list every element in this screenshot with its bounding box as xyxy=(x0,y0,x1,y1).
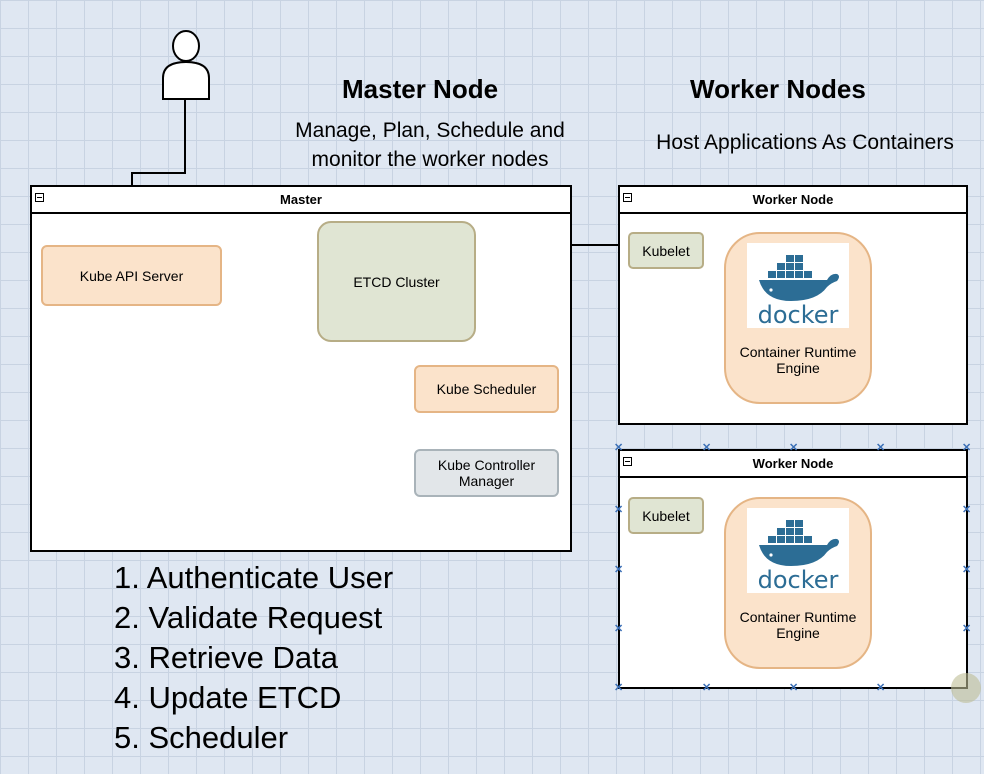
step-item: 5. Scheduler xyxy=(114,720,289,755)
container-runtime-label: Container Runtime Engine xyxy=(739,344,857,376)
resize-handle[interactable]: ✕ xyxy=(789,682,799,694)
step-item: 2. Validate Request xyxy=(114,600,383,635)
user-icon xyxy=(162,30,210,100)
resize-handle[interactable]: ✕ xyxy=(702,682,712,694)
container-runtime-label: Container Runtime Engine xyxy=(739,609,857,641)
resize-handle[interactable]: ✕ xyxy=(614,564,624,576)
resize-corner-handle[interactable] xyxy=(951,673,981,703)
resize-handle[interactable]: ✕ xyxy=(614,623,624,635)
docker-logo: docker xyxy=(747,508,849,594)
kubelet-label: Kubelet xyxy=(642,507,690,524)
kubelet-label: Kubelet xyxy=(642,242,690,259)
container-runtime-engine[interactable]: docker Container Runtime Engine xyxy=(724,497,872,669)
container-runtime-engine[interactable]: docker Container Runtime Engine xyxy=(724,232,872,404)
docker-wordmark: docker xyxy=(758,301,839,328)
resize-handle[interactable]: ✕ xyxy=(789,442,799,454)
docker-whale-icon: docker xyxy=(758,520,839,594)
docker-wordmark: docker xyxy=(758,566,839,593)
kube-api-server-label: Kube API Server xyxy=(79,267,184,284)
resize-handle[interactable]: ✕ xyxy=(962,504,972,516)
resize-handle[interactable]: ✕ xyxy=(702,442,712,454)
worker-nodes-subtitle: Host Applications As Containers xyxy=(656,131,954,154)
etcd-cluster-label: ETCD Cluster xyxy=(353,273,440,290)
kube-controller-label-line1: Kube Controller xyxy=(437,457,536,473)
master-node-heading: Master Node xyxy=(342,74,499,104)
worker-node-title: Worker Node xyxy=(620,187,966,214)
kube-controller-manager-box[interactable]: Kube Controller Manager xyxy=(414,449,559,497)
resize-handle[interactable]: ✕ xyxy=(876,442,886,454)
worker-nodes-heading: Worker Nodes xyxy=(690,74,866,104)
collapse-icon[interactable] xyxy=(623,457,632,466)
resize-handle[interactable]: ✕ xyxy=(614,504,624,516)
step-item: 4. Update ETCD xyxy=(114,680,342,715)
docker-whale-icon: docker xyxy=(758,255,839,329)
kube-api-server-box[interactable]: Kube API Server xyxy=(41,245,222,306)
resize-handle[interactable]: ✕ xyxy=(614,682,624,694)
docker-logo: docker xyxy=(747,243,849,329)
step-item: 1. Authenticate User xyxy=(114,560,394,595)
step-item: 3. Retrieve Data xyxy=(114,640,338,675)
collapse-icon[interactable] xyxy=(35,193,44,202)
kube-controller-label-line2: Manager xyxy=(458,473,515,489)
collapse-icon[interactable] xyxy=(623,193,632,202)
kubelet-box[interactable]: Kubelet xyxy=(628,497,704,534)
worker-node-container[interactable]: Worker Node xyxy=(618,449,968,689)
kube-scheduler-box[interactable]: Kube Scheduler xyxy=(414,365,559,413)
resize-handle[interactable]: ✕ xyxy=(876,682,886,694)
master-title: Master xyxy=(32,187,570,214)
resize-handle[interactable]: ✕ xyxy=(614,442,624,454)
kubelet-box[interactable]: Kubelet xyxy=(628,232,704,269)
resize-handle[interactable]: ✕ xyxy=(962,623,972,635)
steps-list: 1. Authenticate User 2. Validate Request… xyxy=(114,558,393,758)
kube-scheduler-label: Kube Scheduler xyxy=(436,381,537,397)
etcd-cluster-box[interactable]: ETCD Cluster xyxy=(317,221,476,342)
resize-handle[interactable]: ✕ xyxy=(962,442,972,454)
worker-node-title: Worker Node xyxy=(620,451,966,478)
master-node-subtitle: Manage, Plan, Schedule and monitor the w… xyxy=(295,119,565,171)
resize-handle[interactable]: ✕ xyxy=(962,564,972,576)
